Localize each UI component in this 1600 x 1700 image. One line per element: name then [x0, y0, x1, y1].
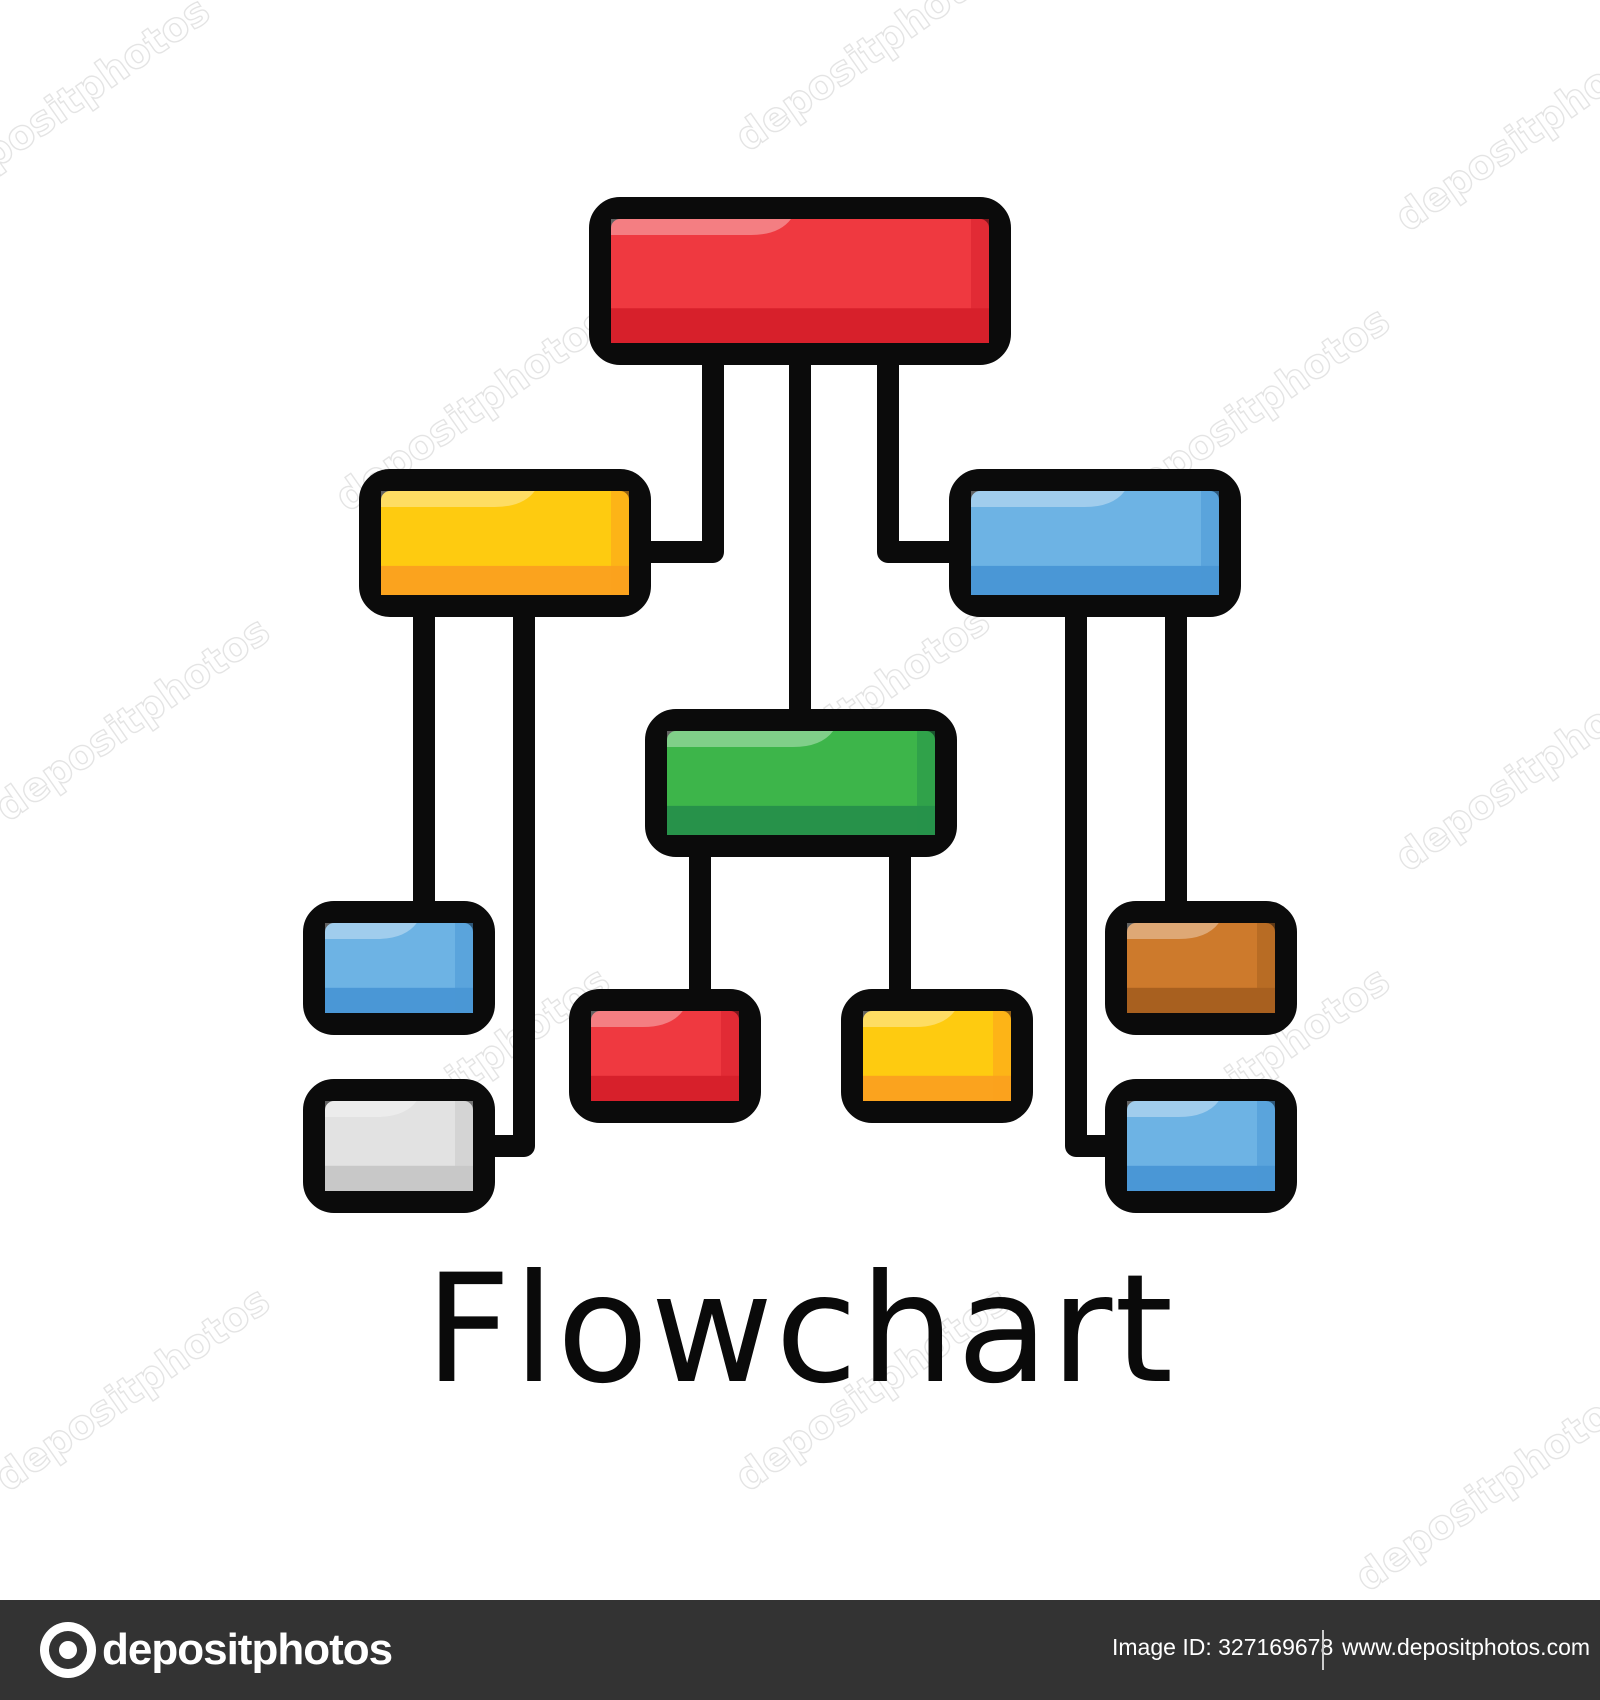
- node-highlight: [591, 1011, 683, 1027]
- image-id-label: Image ID:: [1112, 1634, 1212, 1660]
- node-center-branch: [645, 709, 957, 857]
- node-highlight: [863, 1011, 955, 1027]
- node-highlight: [1127, 1101, 1219, 1117]
- brand-name: depositphotos: [102, 1625, 393, 1674]
- watermark-text: depositphotos: [1347, 1378, 1600, 1601]
- image-id: Image ID: 327169678: [1112, 1634, 1333, 1661]
- node-right-branch: [949, 469, 1241, 617]
- node-side-shade: [1257, 1101, 1275, 1191]
- node-side-shade: [1201, 491, 1219, 595]
- watermark-text: depositphotos: [0, 608, 278, 831]
- node-side-shade: [611, 491, 629, 595]
- node-bottom-shade: [971, 565, 1219, 595]
- node-highlight: [667, 731, 834, 747]
- node-side-shade: [455, 923, 473, 1013]
- node-side-shade: [917, 731, 935, 835]
- node-side-shade: [971, 219, 989, 343]
- site-url[interactable]: www.depositphotos.com: [1342, 1634, 1591, 1660]
- footer-divider: [1322, 1630, 1324, 1670]
- node-bottom-shade: [591, 1075, 739, 1101]
- connector-line: [877, 350, 964, 563]
- watermark-text: depositphotos: [0, 0, 218, 211]
- node-right-leaf-top: [1105, 901, 1297, 1035]
- node-center-leaf-right: [841, 989, 1033, 1123]
- camera-lens-icon: [40, 1622, 96, 1678]
- node-highlight: [381, 491, 535, 507]
- image-id-value: 327169678: [1218, 1634, 1334, 1660]
- node-highlight: [611, 219, 791, 235]
- node-bottom-shade: [325, 1165, 473, 1191]
- caption-title: Flowchart: [424, 1243, 1176, 1417]
- footer-bar: depositphotos Image ID: 327169678 www.de…: [0, 1600, 1600, 1700]
- watermark-text: depositphotos: [1387, 658, 1600, 881]
- node-bottom-shade: [863, 1075, 1011, 1101]
- node-left-leaf-top: [303, 901, 495, 1035]
- node-side-shade: [455, 1101, 473, 1191]
- node-root: [589, 197, 1011, 365]
- node-right-leaf-bottom: [1105, 1079, 1297, 1213]
- node-side-shade: [1257, 923, 1275, 1013]
- node-highlight: [325, 1101, 417, 1117]
- node-left-branch: [359, 469, 651, 617]
- node-highlight: [325, 923, 417, 939]
- node-highlight: [971, 491, 1125, 507]
- node-bottom-shade: [667, 805, 935, 835]
- node-bottom-shade: [611, 308, 989, 343]
- node-bottom-shade: [381, 565, 629, 595]
- node-highlight: [1127, 923, 1219, 939]
- flowchart-nodes: [303, 197, 1297, 1213]
- node-side-shade: [993, 1011, 1011, 1101]
- node-side-shade: [721, 1011, 739, 1101]
- node-bottom-shade: [1127, 987, 1275, 1013]
- brand-logo[interactable]: depositphotos: [40, 1622, 393, 1678]
- watermark-text: depositphotos: [1387, 18, 1600, 241]
- connector-line: [1065, 606, 1120, 1157]
- watermark-text: depositphotos: [727, 0, 1018, 161]
- connector-line: [636, 350, 724, 563]
- node-bottom-shade: [1127, 1165, 1275, 1191]
- node-left-leaf-bottom: [303, 1079, 495, 1213]
- node-bottom-shade: [325, 987, 473, 1013]
- node-center-leaf-left: [569, 989, 761, 1123]
